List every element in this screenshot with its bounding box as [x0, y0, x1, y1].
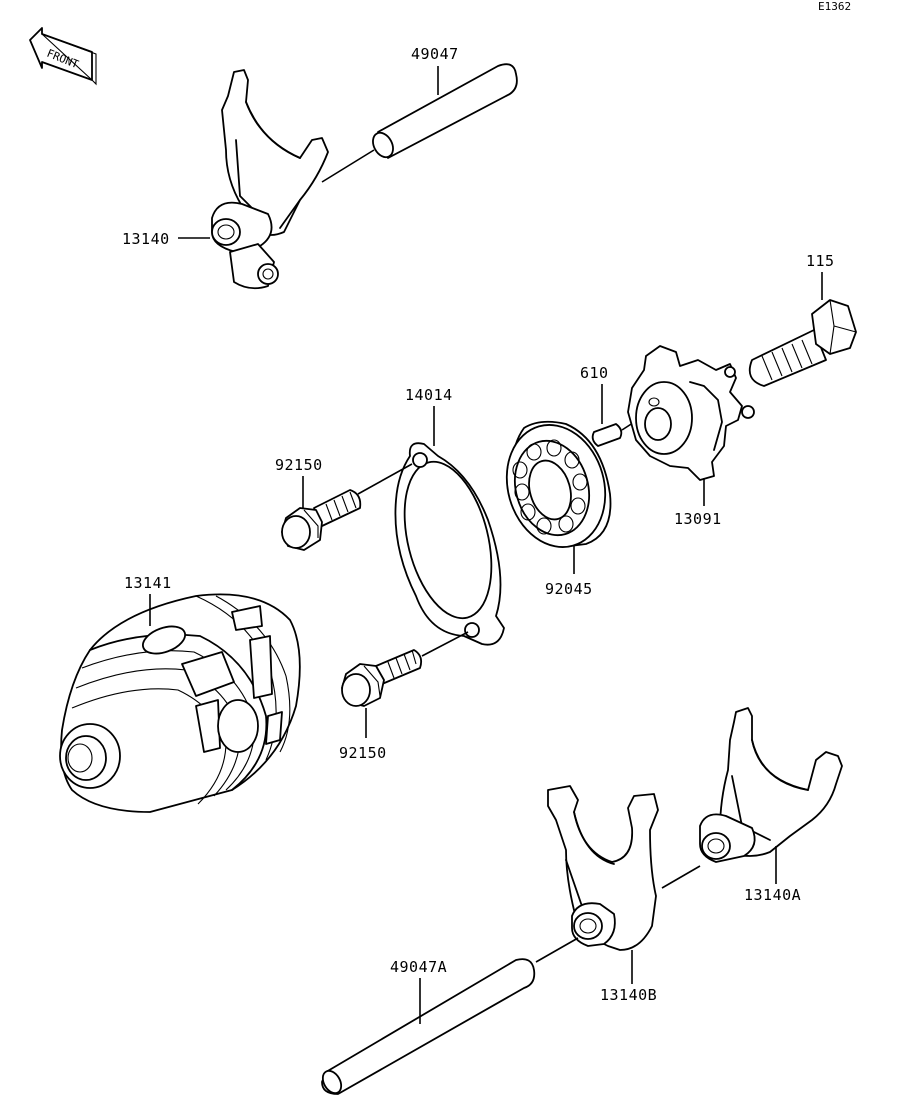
shift-drum-13141	[59, 593, 301, 813]
shift-fork-13140A	[699, 707, 843, 863]
diagram-code: E1362	[818, 0, 851, 13]
bolt-115	[748, 299, 857, 387]
label-13140: 13140	[122, 230, 170, 248]
label-13091: 13091	[674, 510, 722, 528]
label-92045: 92045	[545, 580, 593, 598]
label-49047: 49047	[411, 45, 459, 63]
upper-shift-rod	[321, 63, 518, 183]
upper-shift-fork	[211, 69, 329, 290]
label-92150-lower: 92150	[339, 744, 387, 762]
ball-bearing-92045	[505, 420, 612, 548]
label-49047A: 49047A	[390, 958, 447, 976]
label-13141: 13141	[124, 574, 172, 592]
front-arrow-icon: FRONT	[29, 27, 97, 86]
bolt-92150-lower	[341, 631, 469, 707]
shift-fork-13140B	[547, 785, 701, 951]
lower-shift-rod	[321, 937, 579, 1095]
label-13140B: 13140B	[600, 986, 657, 1004]
label-92150-upper: 92150	[275, 456, 323, 474]
label-14014: 14014	[405, 386, 453, 404]
drum-holder-13091	[627, 345, 755, 481]
label-610: 610	[580, 364, 609, 382]
positioning-plate-14014	[394, 442, 505, 646]
label-115: 115	[806, 252, 835, 270]
bolt-92150-upper	[281, 463, 413, 551]
label-13140A: 13140A	[744, 886, 801, 904]
